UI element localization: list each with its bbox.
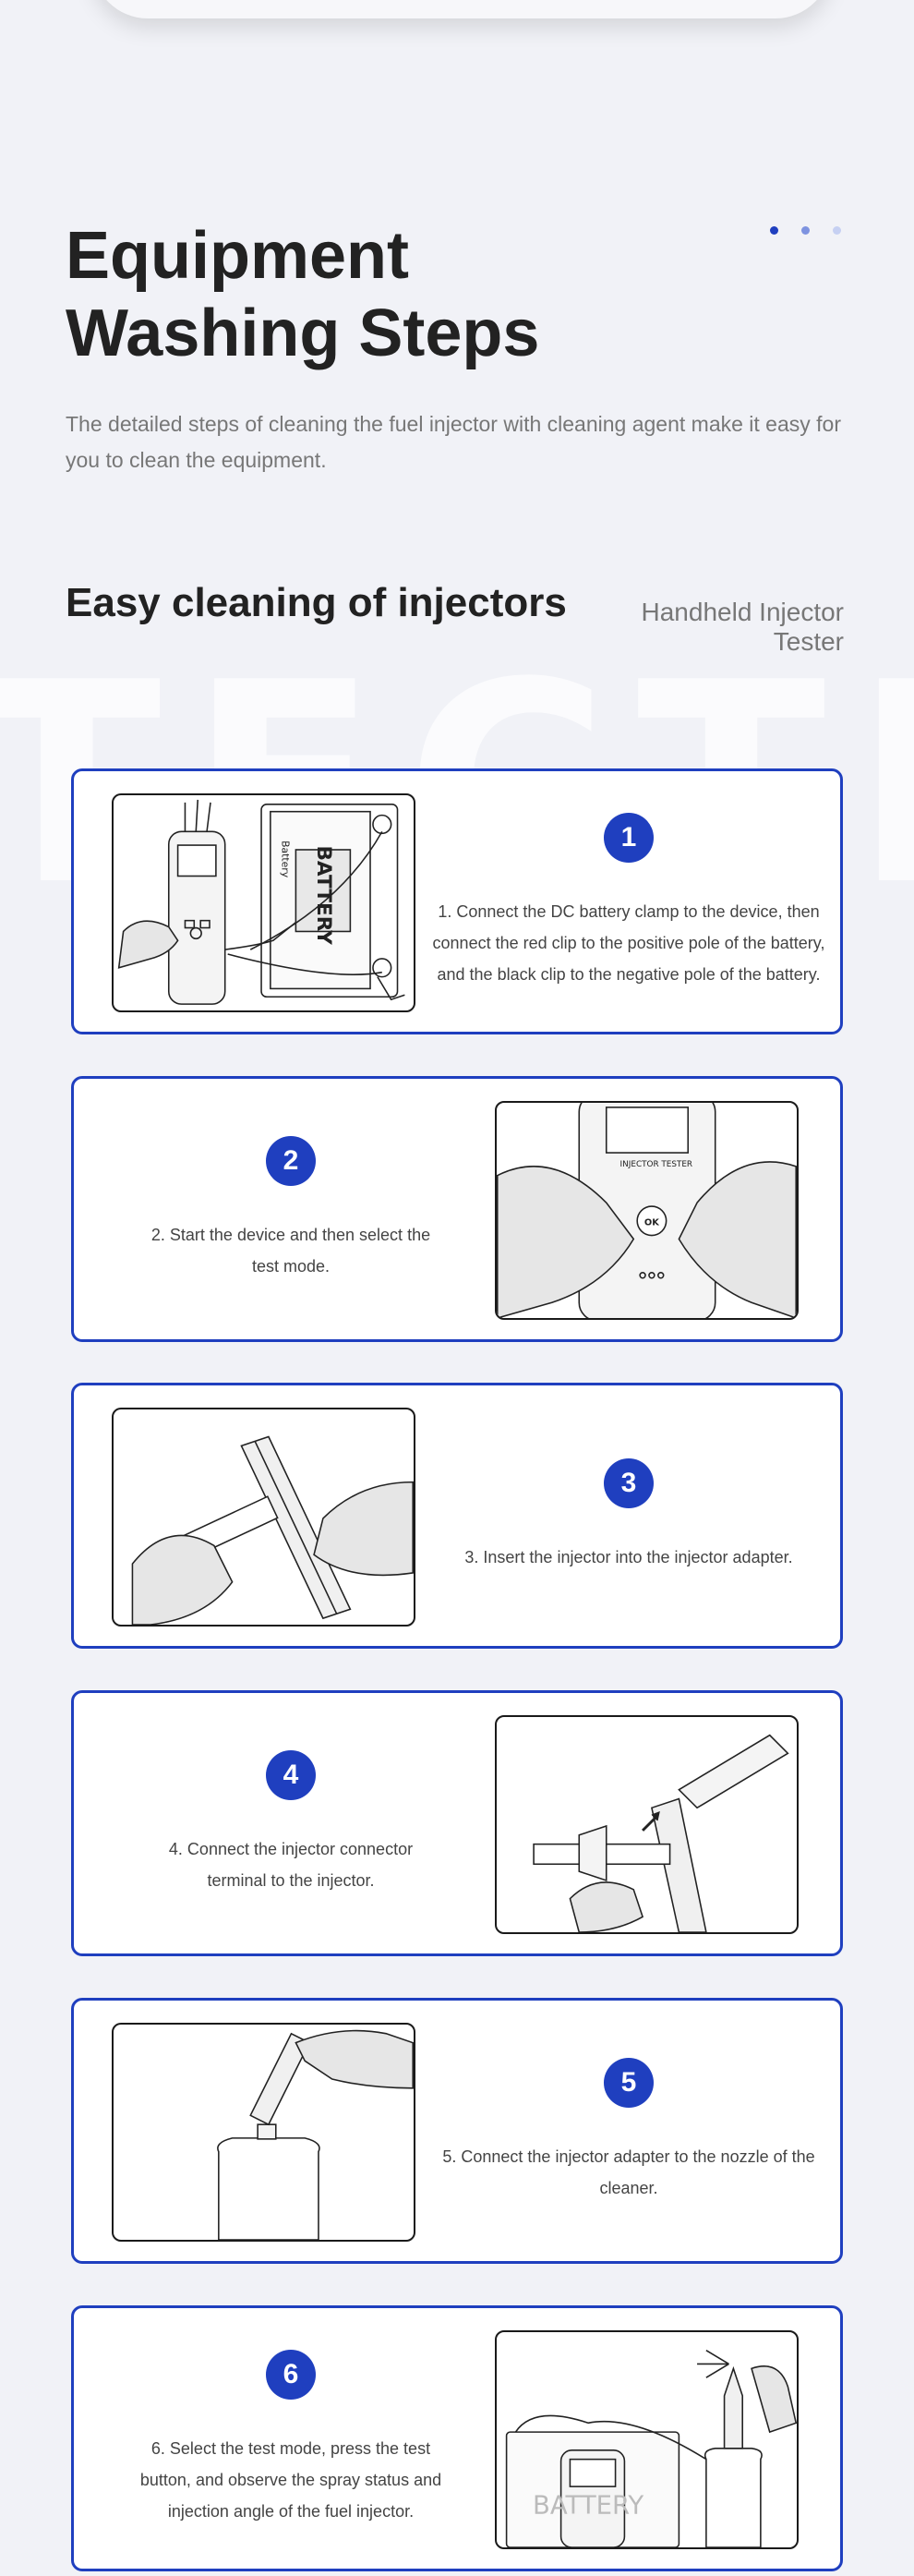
step-3-description: 3. Insert the injector into the injector… <box>464 1548 793 1566</box>
step-1-illustration: BATTERY Battery <box>112 793 415 1012</box>
step-2-description: 2. Start the device and then select the … <box>150 1226 431 1276</box>
step-1-description: 1. Connect the DC battery clamp to the d… <box>432 902 825 984</box>
intro-text: The detailed steps of cleaning the fuel … <box>66 412 841 473</box>
step-4-illustration <box>495 1715 799 1934</box>
page-title-line-1: Equipment <box>66 219 409 293</box>
step-5-text-column: 5 5. Connect the injector adapter to the… <box>430 2001 827 2261</box>
carousel-dots <box>770 226 841 235</box>
step-3-illustration <box>112 1408 415 1627</box>
battery-label-small: BATTERY <box>533 2491 643 2521</box>
step-card-5: 5 5. Connect the injector adapter to the… <box>71 1998 843 2264</box>
section-title: Easy cleaning of injectors <box>66 580 567 625</box>
section-subtitle: Handheld Injector Tester <box>641 598 844 656</box>
step-5-illustration <box>112 2023 415 2242</box>
step-5-description: 5. Connect the injector adapter to the n… <box>442 2147 815 2197</box>
step-1-number-badge: 1 <box>604 813 654 863</box>
top-banner-shadow <box>92 0 831 18</box>
battery-label: BATTERY <box>312 845 335 945</box>
device-start-drawing: OK INJECTOR TESTER <box>497 1103 797 1318</box>
step-3-text-column: 3 3. Insert the injector into the inject… <box>430 1385 827 1646</box>
tester-label: INJECTOR TESTER <box>620 1160 693 1169</box>
step-4-description: 4. Connect the injector connector termin… <box>168 1840 414 1890</box>
step-card-1: BATTERY Battery 1 1. Connect the DC batt… <box>71 768 843 1034</box>
step-6-text-column: 6 6. Select the test mode, press the tes… <box>92 2308 489 2569</box>
step-6-illustration: BATTERY <box>495 2330 799 2549</box>
step-4-number-badge: 4 <box>266 1750 316 1800</box>
step-6-number-badge: 6 <box>266 2350 316 2400</box>
ok-key-label: OK <box>644 1218 659 1228</box>
page-title-line-2: Washing Steps <box>66 296 540 370</box>
step-6-description: 6. Select the test mode, press the test … <box>139 2439 442 2521</box>
step-card-2: 2 2. Start the device and then select th… <box>71 1076 843 1342</box>
step-card-4: 4 4. Connect the injector connector term… <box>71 1690 843 1956</box>
step-4-text-column: 4 4. Connect the injector connector term… <box>92 1693 489 1953</box>
step-2-number-badge: 2 <box>266 1136 316 1186</box>
cleaner-nozzle-drawing <box>217 2029 414 2240</box>
step-card-3: 3 3. Insert the injector into the inject… <box>71 1383 843 1649</box>
step-5-number-badge: 5 <box>604 2058 654 2108</box>
step-1-text-column: 1 1. Connect the DC battery clamp to the… <box>430 771 827 1032</box>
battery-side-label: Battery <box>280 841 292 878</box>
step-3-number-badge: 3 <box>604 1458 654 1508</box>
step-card-6: 6 6. Select the test mode, press the tes… <box>71 2305 843 2571</box>
connector-terminal-drawing <box>533 1734 789 1932</box>
carousel-dot-2[interactable] <box>801 226 810 235</box>
carousel-dot-1[interactable] <box>770 226 778 235</box>
spray-test-drawing: BATTERY <box>505 2349 797 2547</box>
carousel-dot-3[interactable] <box>833 226 841 235</box>
battery-connection-drawing: BATTERY Battery <box>117 799 405 1005</box>
step-2-text-column: 2 2. Start the device and then select th… <box>92 1079 489 1339</box>
injector-adapter-drawing <box>131 1435 414 1625</box>
step-2-illustration: OK INJECTOR TESTER <box>495 1101 799 1320</box>
page-title: Equipment Washing Steps <box>66 218 712 372</box>
